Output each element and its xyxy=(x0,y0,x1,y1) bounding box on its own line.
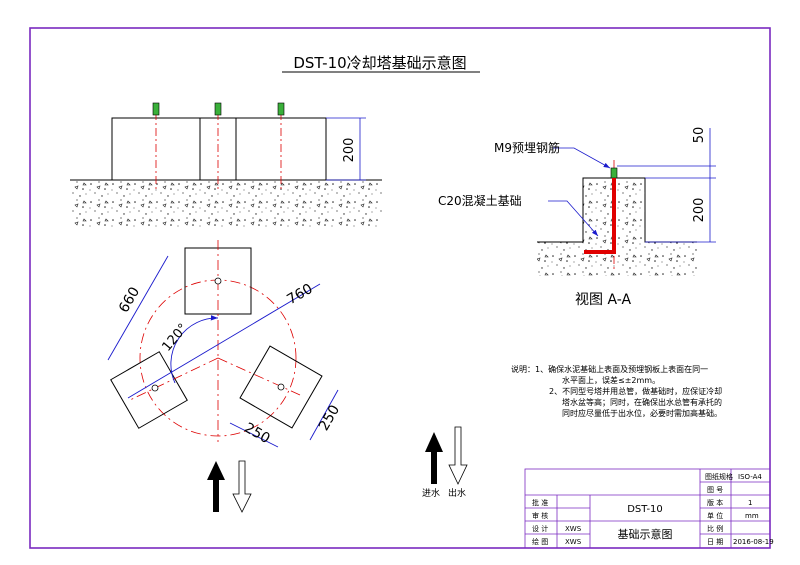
note-line-3: 2、不同型号塔并用总管，做基础时，应保证冷却 xyxy=(549,386,722,396)
inlet-label: 进水 xyxy=(422,487,440,499)
angle-label: 120° xyxy=(160,321,192,355)
plan-centerline-right xyxy=(217,357,301,396)
dim-250-a-line xyxy=(229,422,279,448)
rebar-leader xyxy=(552,147,611,169)
tb-r1-label: 图纸规格 xyxy=(705,472,733,481)
plan-pad-left xyxy=(110,351,188,429)
plan-inlet-arrow-icon xyxy=(213,478,219,512)
tb-r1-value: ISO-A4 xyxy=(738,473,762,481)
tb-review-label: 审 核 xyxy=(532,511,548,520)
tb-drawing-name: 基础示意图 xyxy=(618,527,673,541)
outlet-arrow-icon xyxy=(448,426,468,485)
tb-r5-label: 比 例 xyxy=(707,524,723,533)
note-line-1: 说明：1、确保水泥基础上表面及预埋钢板上表面在同一 xyxy=(511,364,708,374)
tb-r3-label: 版 本 xyxy=(707,498,723,507)
tb-draw-by: XWS xyxy=(565,538,582,546)
tb-r4-value: mm xyxy=(745,512,759,520)
dim-250-a: 250 xyxy=(241,420,272,447)
bolt-2 xyxy=(214,102,222,116)
plan-inlet-arrowhead-icon xyxy=(207,461,225,480)
drawing-title: DST-10冷却塔基础示意图 xyxy=(293,54,466,72)
section-dim-200: 200 xyxy=(692,198,707,223)
tb-r2-label: 图 号 xyxy=(707,486,723,494)
section-view-label: 视图 A-A xyxy=(575,292,631,308)
tb-design-label: 设 计 xyxy=(532,524,548,533)
plan-anchor-top xyxy=(214,277,222,285)
tb-model: DST-10 xyxy=(627,504,663,515)
plan-flow-arrows xyxy=(207,460,252,513)
dim-250-b-line xyxy=(309,389,339,441)
concrete-leader xyxy=(548,200,599,237)
ground-fill xyxy=(70,180,382,228)
section-view xyxy=(537,128,716,276)
concrete-label: C20混凝土基础 xyxy=(438,193,522,208)
plan-outlet-arrow-icon xyxy=(232,460,252,513)
dim-760: 760 xyxy=(284,281,315,308)
tb-r6-value: 2016-08-19 xyxy=(733,538,774,546)
note-line-2: 水平面上，误差≤±2mm。 xyxy=(562,375,660,385)
section-ground-fill xyxy=(537,242,697,276)
inlet-arrowhead-icon xyxy=(425,432,443,452)
bolt-3 xyxy=(277,102,285,116)
outlet-label: 出水 xyxy=(448,487,466,499)
section-bolt xyxy=(610,167,618,179)
note-line-4: 塔水盆等高；同时，在确保出水总管有承托的 xyxy=(562,397,722,407)
note-line-5: 同时应尽量低于出水位，必要时需加高基础。 xyxy=(562,408,722,418)
plan-anchor-right xyxy=(277,383,285,391)
inlet-arrow-icon xyxy=(431,450,437,484)
dim-660-line xyxy=(107,255,169,361)
tb-design-by: XWS xyxy=(565,525,582,533)
tb-r3-value: 1 xyxy=(748,499,752,507)
tb-r6-label: 日 期 xyxy=(707,538,723,546)
flow-legend xyxy=(425,426,468,485)
dim-660: 660 xyxy=(116,284,143,315)
plan-centerline-left xyxy=(129,357,219,401)
tb-r4-label: 单 位 xyxy=(707,511,723,520)
elevation-view xyxy=(70,102,382,228)
dim-760-line xyxy=(127,283,321,399)
rebar xyxy=(584,178,616,254)
plan-anchor-left xyxy=(151,384,159,392)
section-dim-50: 50 xyxy=(692,127,707,144)
plan-view xyxy=(107,240,339,448)
dim-250-b: 250 xyxy=(316,402,343,433)
tb-draw-label: 绘 图 xyxy=(532,537,548,546)
drawing-border xyxy=(29,27,771,549)
title-block xyxy=(524,468,771,549)
plan-pad-right xyxy=(239,345,323,429)
bolt-1 xyxy=(152,102,160,116)
rebar-label: M9预埋钢筋 xyxy=(494,140,560,155)
tb-approve-label: 批 准 xyxy=(532,498,548,507)
elevation-height-dim: 200 xyxy=(342,138,357,163)
